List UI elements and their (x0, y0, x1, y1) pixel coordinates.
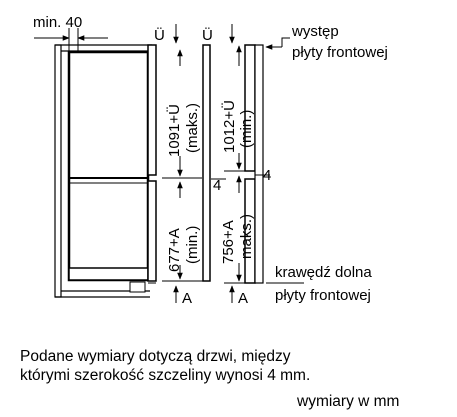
dim-bottom-left-2: (min.) (184, 226, 201, 264)
wystep-label-1: występ (291, 23, 339, 40)
u-markers-top: Ü Ü (154, 24, 235, 44)
dim-top-left-2: (maks.) (184, 103, 201, 153)
gap-left-label: 4 (213, 177, 221, 194)
a-markers-bottom: A A (173, 285, 248, 307)
dim-bottom-right-1: 756+A (220, 220, 237, 264)
dim-top-right: 1012+Ü (min.) (220, 45, 255, 172)
dim-bottom-right: 756+A maks.) (220, 175, 255, 284)
u-right-label: Ü (202, 26, 213, 44)
gap-markers: 4 4 (211, 167, 271, 194)
a-left-label: A (182, 290, 192, 307)
krawedz-label-1: krawędź dolna (275, 264, 372, 281)
units-label: wymiary w mm (297, 393, 400, 410)
caption-line-1: Podane wymiary dotyczą drzwi, między (20, 348, 291, 365)
gap-right-label: 4 (263, 167, 271, 184)
u-left-label: Ü (154, 26, 165, 44)
min-40-dimension: min. 40 (33, 14, 108, 52)
krawedz-annotation: krawędź dolna płyty frontowej (266, 264, 372, 304)
min-40-label: min. 40 (33, 14, 82, 31)
wystep-label-2: płyty frontowej (292, 44, 388, 61)
a-right-label: A (238, 290, 248, 307)
door-panel-left (147, 44, 157, 284)
dim-bottom-left: 677+A (min.) (162, 181, 203, 282)
dim-top-left-1: 1091+Ü (165, 104, 183, 157)
krawedz-label-2: płyty frontowej (275, 287, 371, 304)
front-panel-right (244, 44, 264, 284)
dim-top-right-2: (min.) (238, 110, 255, 148)
caption-line-2: którymi szerokość szczeliny wynosi 4 mm. (20, 367, 311, 384)
dim-top-left: 1091+Ü (maks.) (162, 49, 202, 179)
dim-bottom-right-2: maks.) (238, 214, 255, 259)
appliance-body (67, 50, 150, 293)
wystep-annotation: występ płyty frontowej (265, 23, 388, 61)
dim-bottom-left-1: 677+A (166, 228, 183, 272)
door-panel-middle (202, 44, 211, 282)
dim-top-right-1: 1012+Ü (220, 100, 238, 153)
